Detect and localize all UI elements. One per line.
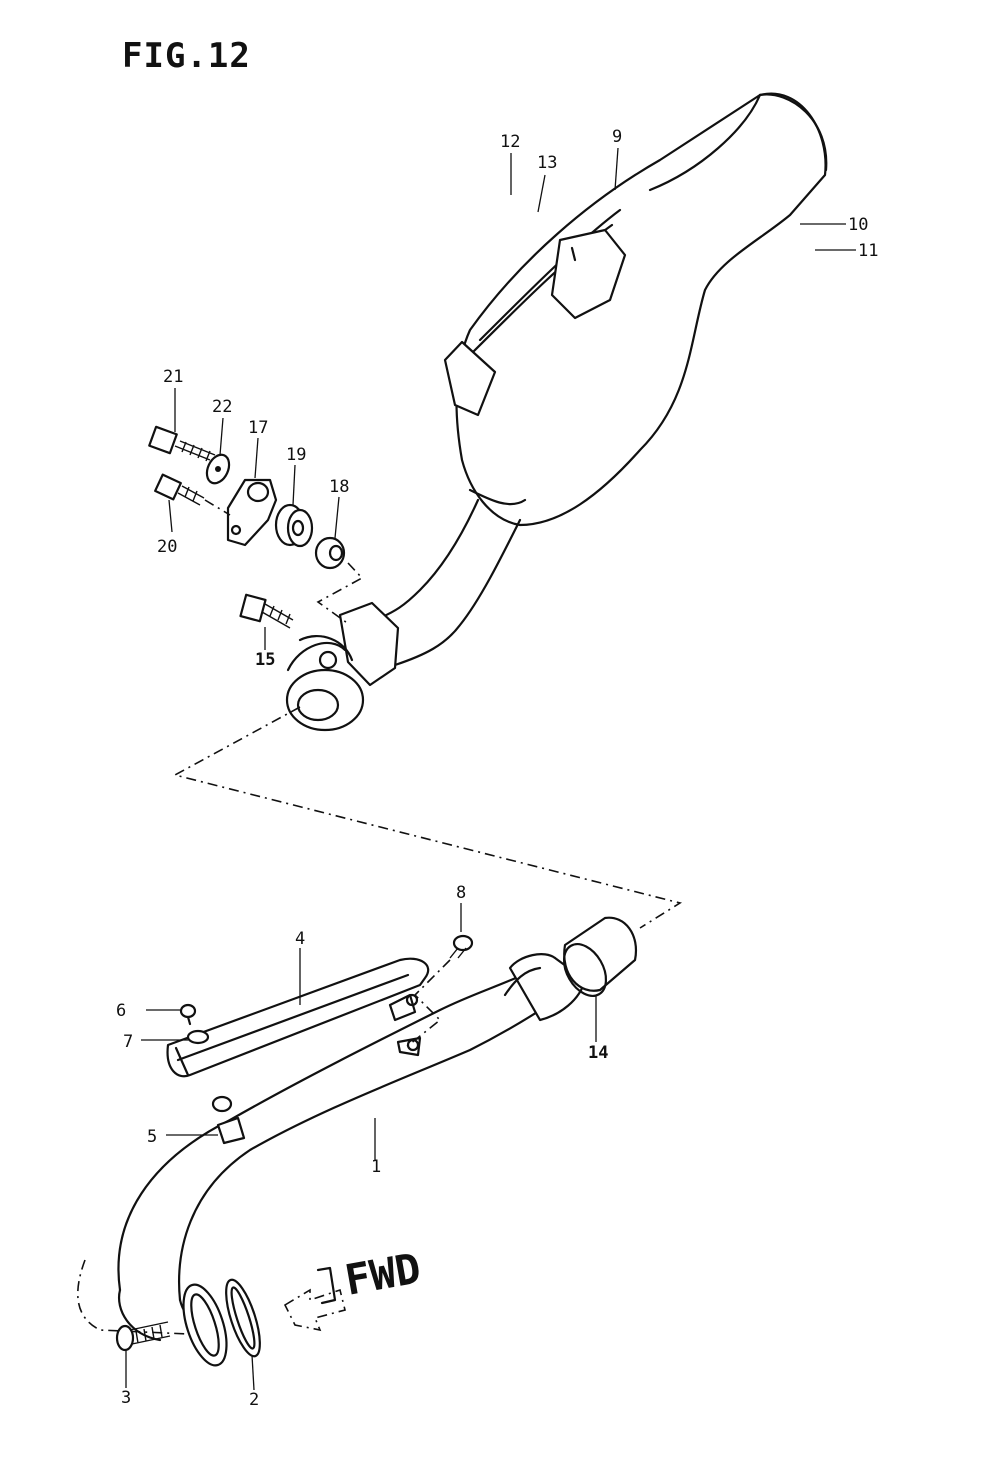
connection-line-collar	[316, 562, 364, 626]
callout-4: 4	[295, 929, 305, 949]
leader-lines	[125, 147, 856, 1391]
grommet-19	[274, 503, 314, 548]
callout-19: 19	[286, 445, 306, 465]
shield-clips	[388, 993, 422, 1057]
screw-8	[449, 934, 474, 959]
callout-15: 15	[255, 650, 275, 670]
gaskets-2	[182, 1278, 261, 1367]
forward-arrow-icon	[283, 1266, 346, 1332]
bolt-21	[148, 425, 216, 462]
callout-9: 9	[612, 127, 622, 147]
callout-10: 10	[848, 215, 868, 235]
callout-13: 13	[537, 153, 557, 173]
connection-line-bracket	[204, 499, 231, 516]
washer-22	[205, 453, 231, 485]
callout-1: 1	[371, 1157, 381, 1177]
fwd-label: FWD	[341, 1243, 424, 1304]
screw-6	[179, 1003, 197, 1026]
callout-20: 20	[157, 537, 177, 557]
sleeve-14	[562, 916, 638, 997]
callout-12: 12	[500, 132, 520, 152]
callout-22: 22	[212, 397, 232, 417]
stud-3	[115, 1321, 171, 1352]
figure-title: FIG.12	[122, 36, 251, 76]
bolt-15	[239, 593, 294, 629]
connection-line-shield	[404, 959, 451, 1049]
washer-7	[186, 1029, 210, 1045]
callout-5: 5	[147, 1127, 157, 1147]
callout-21: 21	[163, 367, 183, 387]
heat-shield-4	[166, 957, 430, 1078]
callout-3: 3	[121, 1388, 131, 1408]
callout-18: 18	[329, 477, 349, 497]
connection-line-main	[172, 706, 683, 929]
callout-14: 14	[588, 1043, 608, 1063]
muffler	[285, 92, 828, 732]
bolt-20	[154, 473, 205, 506]
callout-11: 11	[858, 241, 878, 261]
clip-5	[211, 1095, 246, 1145]
callout-17: 17	[248, 418, 268, 438]
callout-2: 2	[249, 1390, 259, 1410]
callout-7: 7	[123, 1032, 133, 1052]
bracket-17	[226, 478, 278, 547]
callout-8-upper: 8	[456, 883, 466, 903]
callout-6: 6	[116, 1001, 126, 1021]
collar-18	[314, 536, 346, 570]
